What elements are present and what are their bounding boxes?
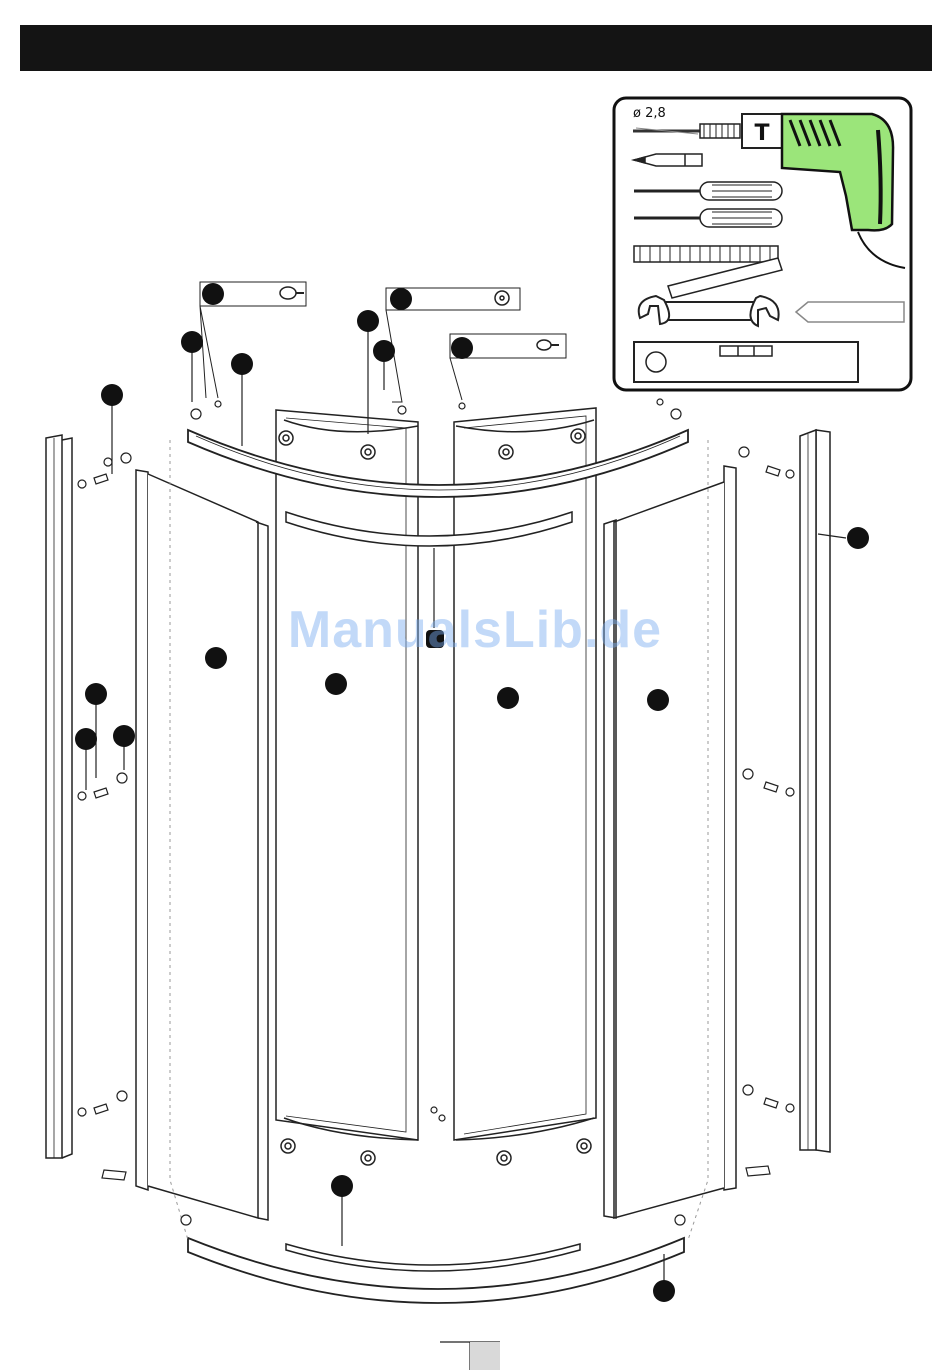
page-number-tab: [470, 1342, 500, 1370]
drill-badge: T: [754, 121, 769, 146]
left-fixed-panel: [136, 470, 268, 1220]
right-wall-profile: [800, 430, 830, 1152]
right-fixed-panel: [604, 466, 736, 1218]
drill-size-label: ø 2,8: [633, 106, 666, 121]
right-sliding-door: [454, 408, 596, 1140]
bottom-curved-rail: [188, 1238, 684, 1303]
bottom-rollers: [281, 1139, 591, 1165]
watermark: ManualsLib.de: [0, 600, 950, 660]
top-curved-rail: [188, 430, 688, 497]
spirit-level-icon: [634, 342, 858, 382]
left-wall-profile: [46, 435, 72, 1158]
arrow-left-icon: [796, 302, 904, 322]
